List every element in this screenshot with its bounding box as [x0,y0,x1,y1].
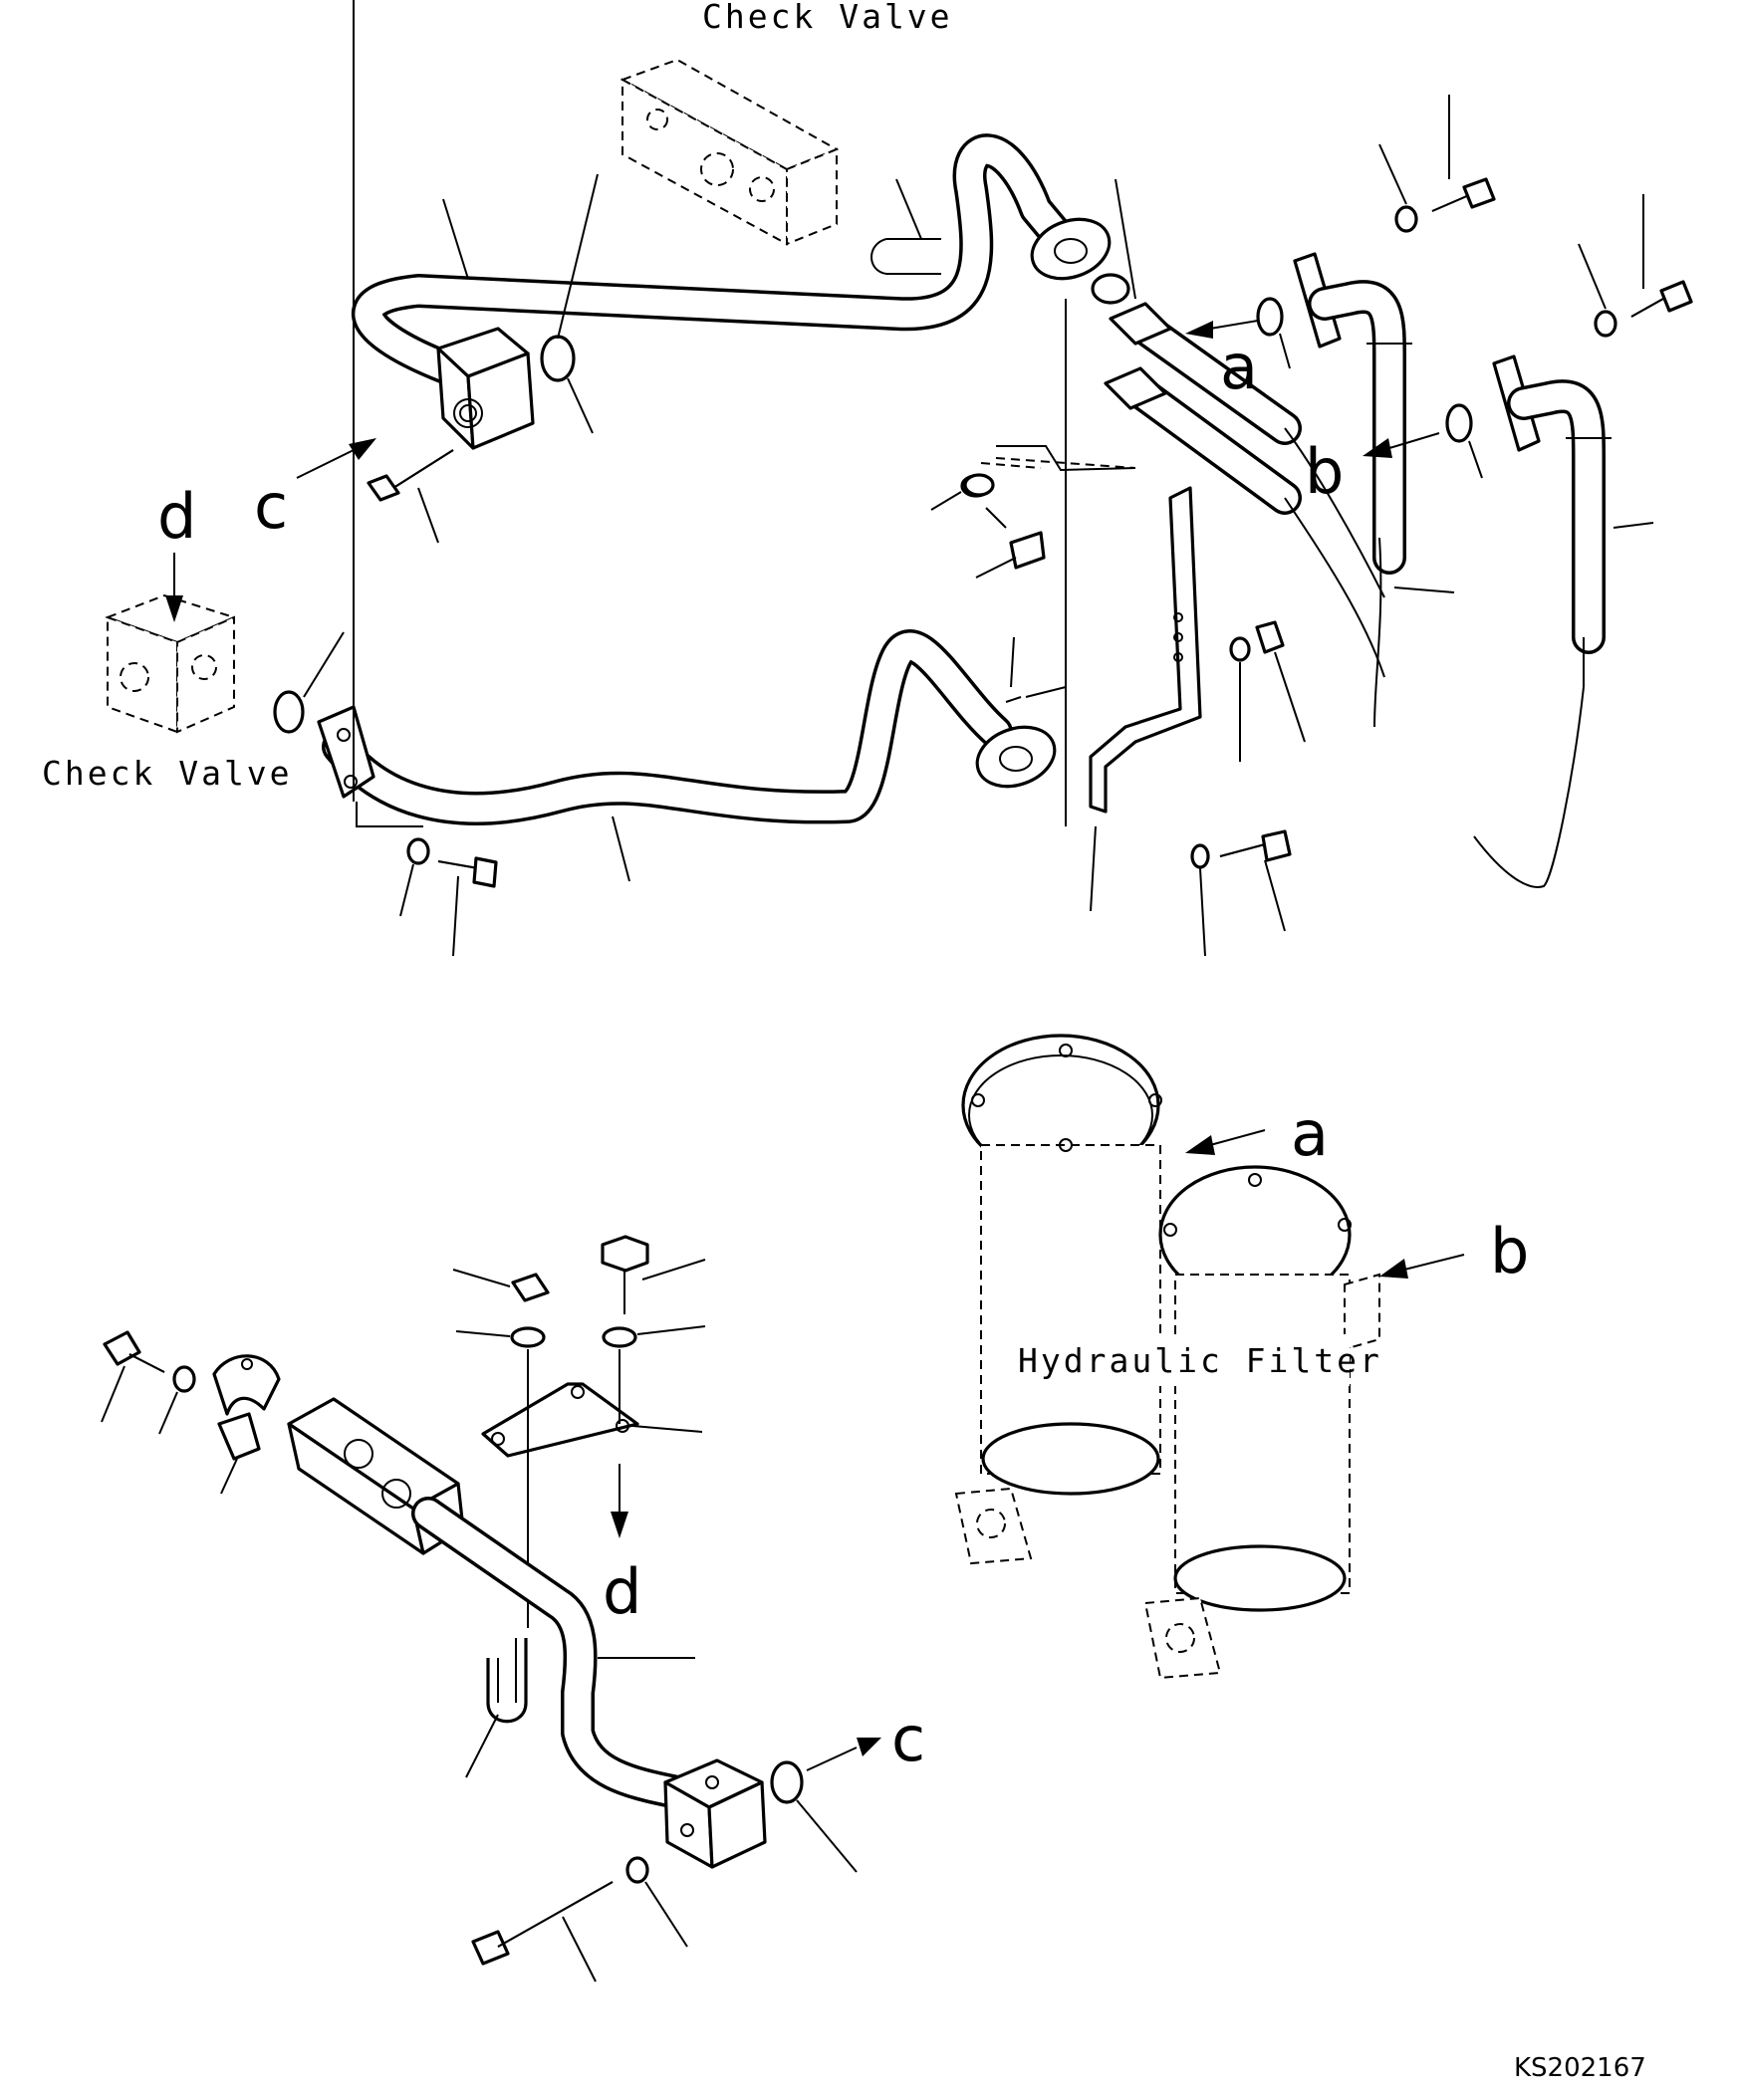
hydraulic-filter-label-bg [1011,1334,1350,1386]
washer-bottom-right [602,1326,637,1348]
bolt-lower-left [437,856,498,888]
flange-block-bottom [663,1758,767,1869]
washer-bracket-right [1229,636,1251,662]
arrow-b-filter [1379,1254,1465,1279]
arrow-b-top [1363,432,1440,458]
flange-lower-left [317,705,375,799]
flange-upper-right [1030,178,1136,300]
bolt-top-right-1 [1431,177,1496,212]
plate-bottom [481,1382,639,1458]
washer-bottom-left [510,1326,546,1348]
hydraulic-filter-label: Hydraulic Filter [1018,1341,1382,1380]
lower-pipe [322,629,1013,825]
washer-bracket-bottom [1190,843,1210,869]
washer-top-right-2 [1594,310,1617,338]
callout-b-filter: b [1490,1215,1529,1287]
callout-d-bottom: d [603,1555,641,1628]
washer-long-bolt [625,1856,649,1884]
upper-pipe [352,133,1078,385]
flange-block-upper [436,327,535,450]
o-ring-top-right-2 [1445,403,1473,443]
arrow-c-top [296,438,376,479]
o-ring-lower-left [273,690,305,734]
callout-c-bottom: c [891,1703,925,1775]
check-valve-label-top: Check Valve [702,0,953,36]
o-ring-upper-left [540,335,576,382]
o-ring-bottom [770,1760,804,1804]
hose-assembly-a [1104,302,1385,678]
flange-lower-right [975,696,1057,789]
arrow-a-filter [1185,1129,1266,1155]
bolt-top-right-2 [1630,280,1693,318]
u-bolt-bottom [486,1638,528,1724]
callout-a-filter: a [1291,1097,1329,1170]
bolt-bottom-top [601,1235,649,1314]
arrow-d-bottom [611,1464,628,1538]
callout-d-top: d [157,480,196,553]
check-valve-block-left [105,593,237,734]
arrow-d-top [165,553,183,622]
hose-b-right [1473,354,1612,888]
arrow-c-bottom [806,1738,881,1771]
check-valve-block-top [620,58,840,246]
split-flange-clamp [212,1354,281,1461]
lower-pipe-bottom [411,1497,694,1809]
hydraulic-filter-right [1143,1165,1380,1680]
check-valve-label-left: Check Valve [42,754,293,793]
bolt-bottom-left [103,1330,165,1373]
hose-b-left [1293,252,1412,575]
callout-c-top: c [254,470,288,543]
washer-lower-left [406,837,430,865]
long-bolt-bottom [471,1881,614,1966]
nut-bottom-top [511,1273,550,1302]
u-bolt-upper [870,178,941,275]
mounting-bracket [1065,299,1202,826]
o-ring-upper-right [1091,273,1130,305]
bolt-c-top [367,449,454,544]
o-ring-top-right-1 [1256,297,1284,337]
bolt-bracket-left [975,507,1046,579]
washer-top-right-1 [1394,205,1418,233]
part-code: KS202167 [1514,2053,1646,2083]
callout-b-top: b [1305,435,1344,508]
bolt-bracket-bottom [1219,829,1292,862]
hydraulic-filter-left [954,1034,1162,1565]
nut-bracket-right [1255,620,1285,654]
washer-mid [963,473,995,497]
callout-a-top: a [1220,331,1258,403]
washer-bottom-far-left [172,1365,196,1393]
